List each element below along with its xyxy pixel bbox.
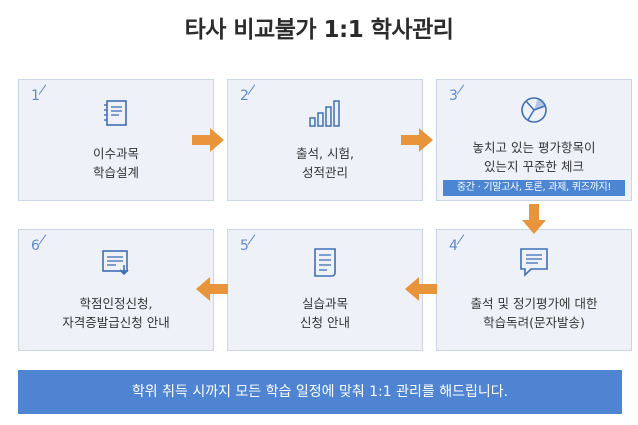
step-number: 4 bbox=[449, 234, 465, 254]
summary-banner: 학위 취득 시까지 모든 학습 일정에 맞춰 1:1 관리를 해드립니다. bbox=[18, 370, 622, 414]
step-card-3: 3 놓치고 있는 평가항목이 있는지 꾸준한 체크 중간 · 기말고사, 토론,… bbox=[436, 79, 632, 201]
arrow-down-icon bbox=[522, 204, 546, 234]
step-label: 실습과목 신청 안내 bbox=[300, 296, 350, 330]
arrow-left-icon bbox=[405, 277, 437, 301]
step-label: 이수과목 학습설계 bbox=[92, 146, 139, 180]
arrow-left-icon bbox=[196, 277, 228, 301]
page-title: 타사 비교불가 1:1 학사관리 bbox=[184, 17, 454, 43]
step-number: 1 bbox=[31, 84, 47, 104]
arrow-right-icon bbox=[401, 128, 433, 152]
step-label: 놓치고 있는 평가항목이 있는지 꾸준한 체크 bbox=[472, 140, 596, 174]
step-label: 출석 및 정기평가에 대한 학습독려(문자발송) bbox=[470, 296, 598, 330]
step-number: 2 bbox=[240, 84, 256, 104]
step-label: 학점인정신청, 자격증발급신청 안내 bbox=[62, 296, 170, 330]
step-label: 출석, 시험, 성적관리 bbox=[296, 146, 354, 180]
step-card-4: 4 출석 및 정기평가에 대한 학습독려(문자발송) bbox=[436, 229, 632, 351]
arrow-right-icon bbox=[192, 128, 224, 152]
step-card-5: 5 실습과목 신청 안내 bbox=[227, 229, 423, 351]
step-card-2: 2 출석, 시험, 성적관리 bbox=[227, 79, 423, 201]
certificate-download-icon bbox=[19, 248, 213, 278]
message-list-icon bbox=[437, 246, 631, 278]
bar-chart-icon bbox=[228, 98, 422, 128]
step-number: 6 bbox=[31, 234, 47, 254]
document-list-icon bbox=[228, 246, 422, 278]
step-number: 5 bbox=[240, 234, 256, 254]
pie-chart-icon bbox=[437, 94, 631, 126]
step-badge: 중간 · 기말고사, 토론, 과제, 퀴즈까지! bbox=[443, 180, 625, 196]
step-number: 3 bbox=[449, 84, 465, 104]
step-card-1: 1 이수과목 학습설계 bbox=[18, 79, 214, 201]
notebook-icon bbox=[19, 98, 213, 128]
step-card-6: 6 학점인정신청, 자격증발급신청 안내 bbox=[18, 229, 214, 351]
